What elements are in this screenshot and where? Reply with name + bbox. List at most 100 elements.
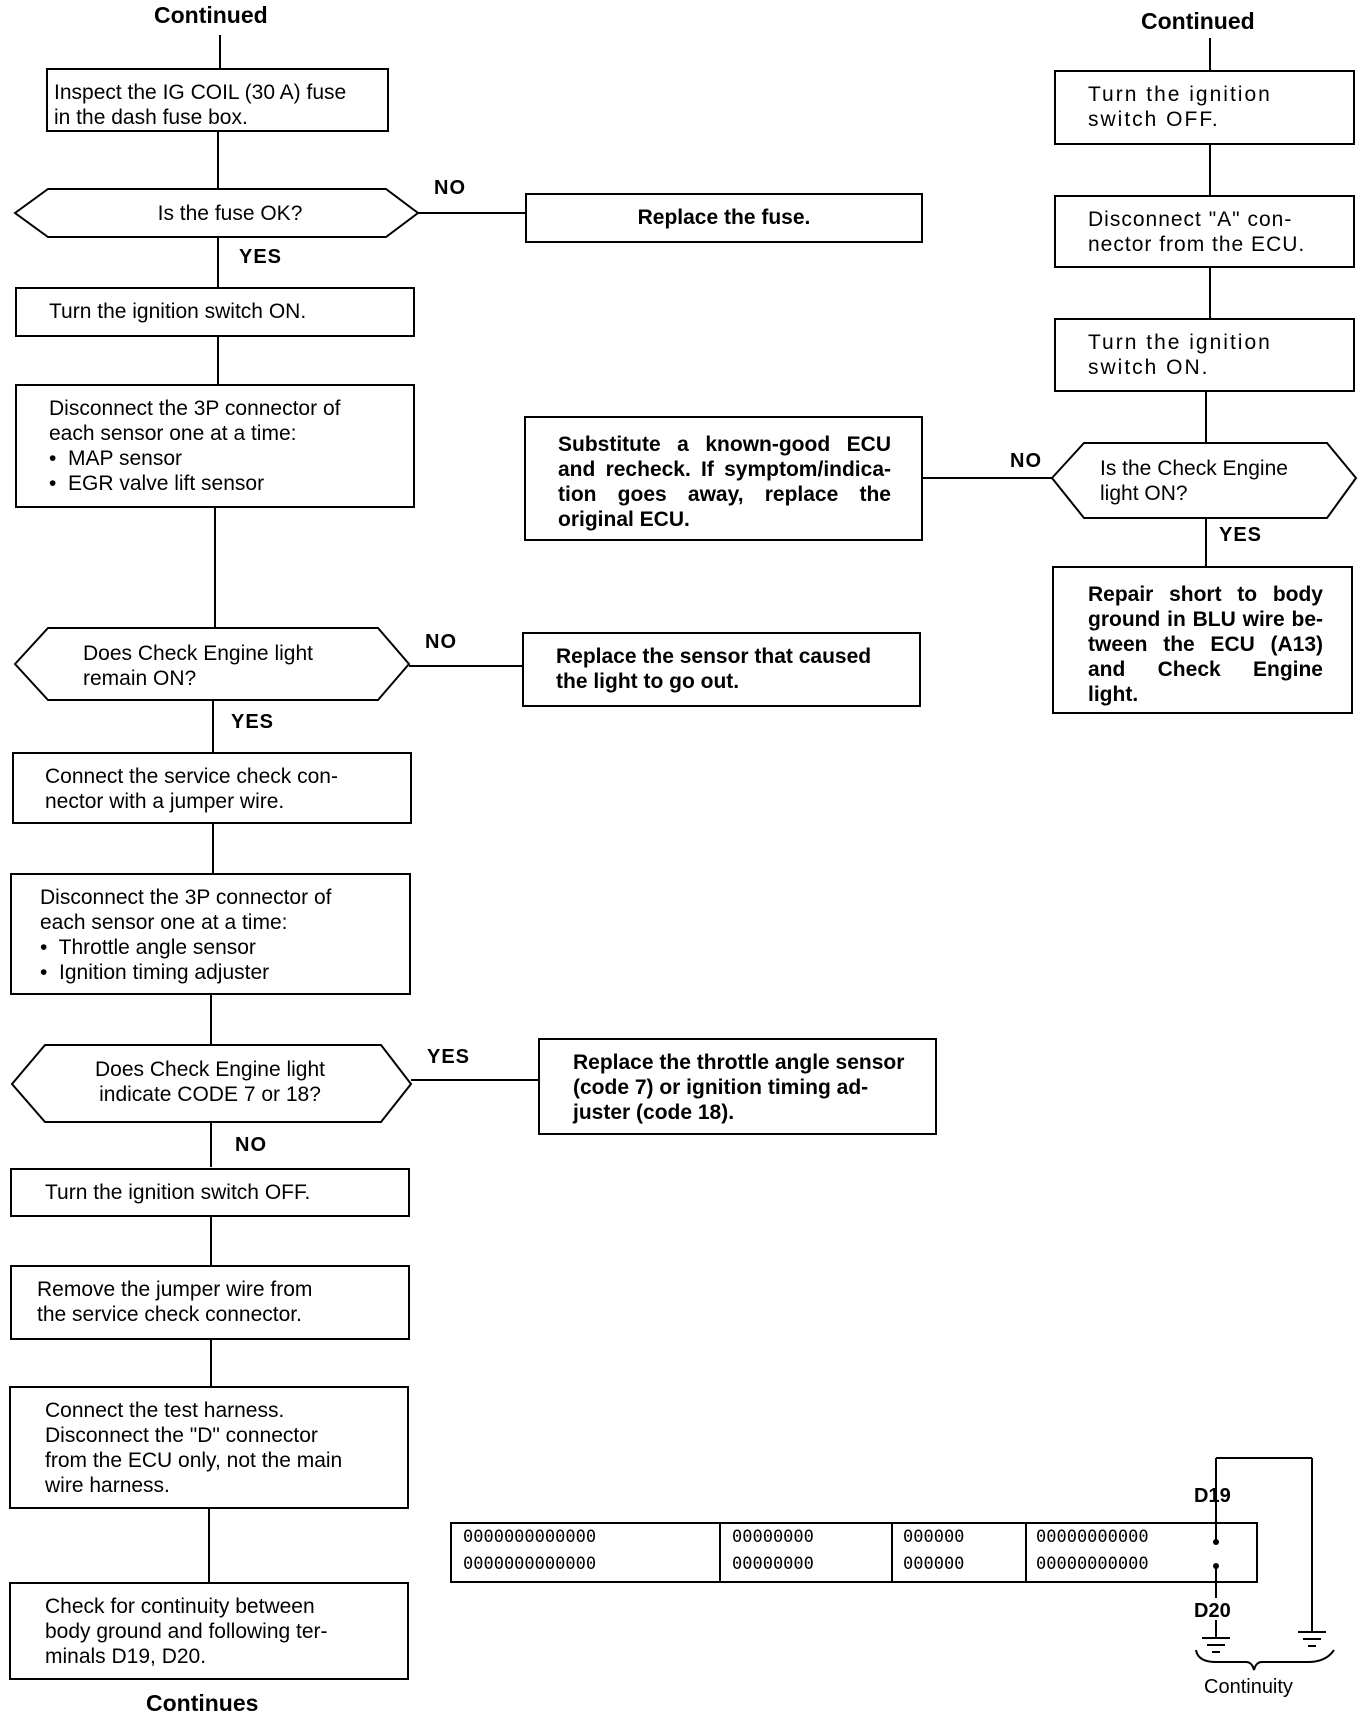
connector-row-bottom: 000000 — [903, 1554, 964, 1574]
step-line: and Check Engine — [1088, 658, 1323, 681]
step-connect-test-harness: Connect the test harness. Disconnect the… — [9, 1386, 409, 1509]
step-line: Disconnect the 3P connector of — [40, 886, 332, 909]
step-line: ground in BLU wire be- — [1088, 608, 1323, 631]
step-line: Substitute a known-good ECU — [558, 433, 891, 456]
step-line: Turn the ignition — [1088, 331, 1272, 354]
step-line: Connect the service check con- — [45, 765, 338, 788]
label-light-yes: YES — [1219, 524, 1263, 546]
step-line: Disconnect "A" con- — [1088, 208, 1293, 231]
decision-line: light ON? — [1100, 482, 1188, 505]
step-replace-fuse: Replace the fuse. — [525, 193, 923, 243]
step-replace-sensor: Replace the sensor that caused the light… — [522, 632, 921, 707]
connector-row-bottom: 00000000 — [732, 1554, 814, 1574]
step-line: minals D19, D20. — [45, 1645, 207, 1668]
pin-group: 00000000 — [732, 1554, 814, 1574]
connector-row-top: 00000000 — [732, 1527, 814, 1547]
label-fuse-yes: YES — [239, 246, 283, 268]
step-line: Replace the throttle angle sensor — [573, 1051, 905, 1074]
step-line: nector from the ECU. — [1088, 233, 1306, 256]
step-line: Disconnect the 3P connector of — [49, 397, 341, 420]
step-line: and recheck. If symptom/indica- — [558, 458, 891, 481]
label-remain-yes: YES — [231, 711, 275, 733]
step-line: Repair short to body — [1088, 583, 1323, 606]
step-line: Turn the ignition — [1088, 83, 1272, 106]
step-line: switch OFF. — [1088, 108, 1220, 131]
step-disconnect-throttle-timing: Disconnect the 3P connector of each sens… — [10, 873, 411, 995]
step-line: (code 7) or ignition timing ad- — [573, 1076, 869, 1099]
step-ignition-on-1: Turn the ignition switch ON. — [15, 287, 415, 337]
step-disconnect-a-connector: Disconnect "A" con- nector from the ECU. — [1054, 195, 1355, 268]
decision-line: Is the Check Engine — [1100, 457, 1288, 480]
step-line: Check for continuity between — [45, 1595, 315, 1618]
step-inspect-fuse: Inspect the IG COIL (30 A) fuse in the d… — [46, 68, 389, 132]
pin-group: 0000000000000 — [463, 1554, 597, 1574]
step-line: wire harness. — [45, 1474, 170, 1497]
decision-line: indicate CODE 7 or 18? — [99, 1083, 321, 1106]
label-code-no: NO — [235, 1134, 267, 1156]
step-ignition-off-2: Turn the ignition switch OFF. — [1054, 70, 1355, 145]
step-ignition-off-1: Turn the ignition switch OFF. — [10, 1168, 410, 1217]
step-line: Replace the sensor that caused — [556, 645, 872, 668]
step-line: the service check connector. — [37, 1303, 302, 1326]
step-line: Disconnect the "D" connector — [45, 1424, 318, 1447]
decision-line: remain ON? — [83, 667, 197, 690]
step-line: tion goes away, replace the — [558, 483, 891, 506]
step-line: tween the ECU (A13) — [1088, 633, 1323, 656]
step-line: each sensor one at a time: — [40, 911, 288, 934]
step-line: Connect the test harness. — [45, 1399, 285, 1422]
pin-group: 000000 — [903, 1554, 965, 1574]
step-line: Replace the fuse. — [637, 206, 811, 229]
step-line: Remove the jumper wire from — [37, 1278, 313, 1301]
step-line: light. — [1088, 683, 1139, 706]
label-remain-no: NO — [425, 631, 457, 653]
decision-light-remain-on: Does Check Engine light remain ON? — [83, 641, 393, 691]
step-line: Turn the ignition switch OFF. — [45, 1181, 311, 1204]
step-line: Inspect the IG COIL (30 A) fuse — [54, 81, 347, 104]
step-line: • MAP sensor — [49, 447, 183, 470]
step-line: in the dash fuse box. — [54, 106, 248, 129]
step-line: • Ignition timing adjuster — [40, 961, 270, 984]
step-remove-jumper: Remove the jumper wire from the service … — [10, 1265, 410, 1340]
step-disconnect-map-egr: Disconnect the 3P connector of each sens… — [15, 384, 415, 508]
step-line: each sensor one at a time: — [49, 422, 297, 445]
decision-fuse-ok: Is the fuse OK? — [60, 201, 400, 226]
continuity-label: Continuity — [1204, 1676, 1293, 1698]
connector-row-top: 000000 — [903, 1527, 964, 1547]
connector-row-bottom: 0000000000000 — [463, 1554, 596, 1574]
decision-line: Is the fuse OK? — [157, 202, 303, 225]
pin-label-d19: D19 — [1194, 1485, 1231, 1507]
step-substitute-ecu: Substitute a known-good ECU and recheck.… — [524, 416, 923, 541]
connector-row-top: 00000000000 — [1036, 1527, 1149, 1547]
heading-continued-left: Continued — [154, 2, 268, 28]
decision-line: Does Check Engine light — [83, 642, 313, 665]
connector-row-top: 0000000000000 — [463, 1527, 596, 1547]
step-line: body ground and following ter- — [45, 1620, 328, 1643]
step-line: original ECU. — [558, 508, 690, 531]
step-connect-service-check: Connect the service check con- nector wi… — [12, 752, 412, 824]
step-line: • EGR valve lift sensor — [49, 472, 265, 495]
heading-continues-bottom: Continues — [146, 1690, 259, 1716]
step-line: • Throttle angle sensor — [40, 936, 256, 959]
heading-continued-right: Continued — [1141, 8, 1255, 34]
pin-group: 00000000000 — [1036, 1554, 1149, 1574]
pin-label-d20: D20 — [1194, 1600, 1231, 1622]
pin-group: 000000 — [903, 1527, 965, 1547]
decision-light-on: Is the Check Engine light ON? — [1100, 456, 1330, 506]
pin-group: 00000000 — [732, 1527, 814, 1547]
label-fuse-no: NO — [434, 177, 466, 199]
step-check-continuity: Check for continuity between body ground… — [9, 1582, 409, 1680]
step-line: Turn the ignition switch ON. — [49, 300, 307, 323]
label-light-no: NO — [1010, 450, 1042, 472]
pin-group: 0000000000000 — [463, 1527, 597, 1547]
step-line: nector with a jumper wire. — [45, 790, 285, 813]
step-replace-throttle-sensor: Replace the throttle angle sensor (code … — [538, 1038, 937, 1135]
connector-row-bottom: 00000000000 — [1036, 1554, 1149, 1574]
step-ignition-on-2: Turn the ignition switch ON. — [1054, 318, 1355, 392]
step-repair-short: Repair short to body ground in BLU wire … — [1052, 566, 1353, 714]
step-line: switch ON. — [1088, 356, 1210, 379]
decision-code-7-or-18: Does Check Engine light indicate CODE 7 … — [60, 1057, 360, 1107]
label-code-yes: YES — [427, 1046, 471, 1068]
step-line: juster (code 18). — [573, 1101, 735, 1124]
decision-line: Does Check Engine light — [95, 1058, 325, 1081]
